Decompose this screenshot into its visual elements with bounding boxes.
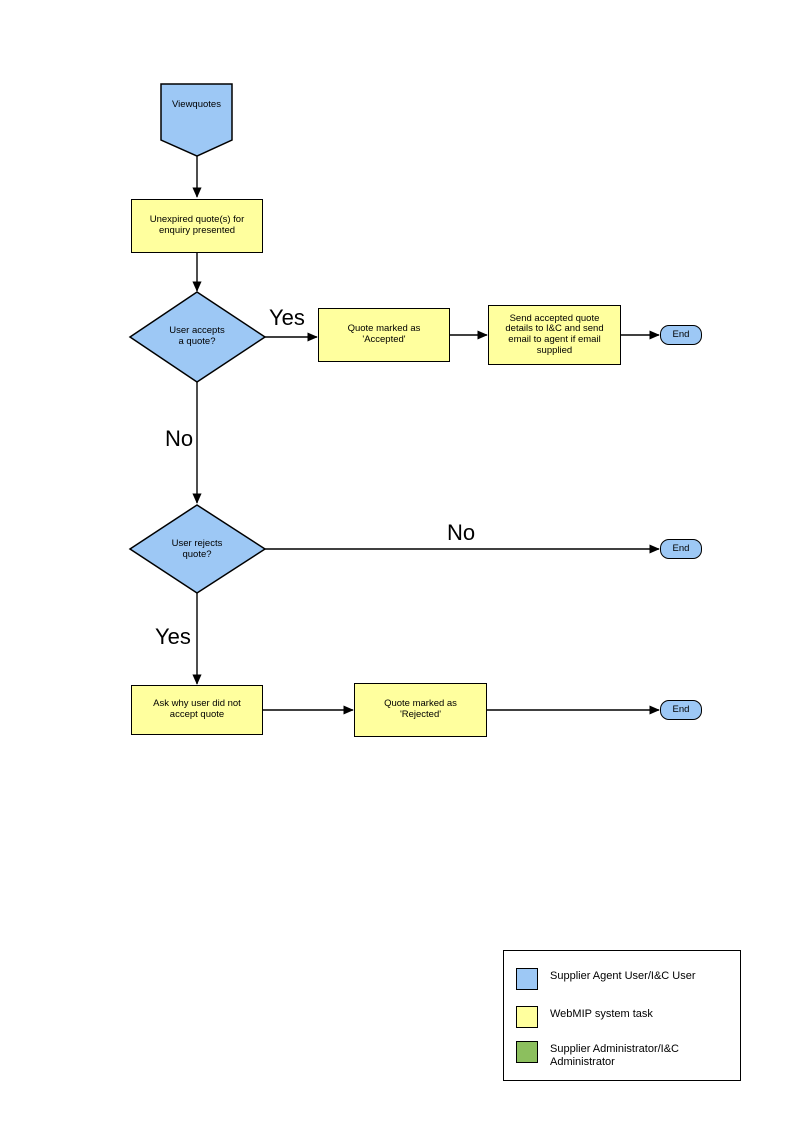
node-rejects-label: User rejects quote? bbox=[171, 538, 223, 560]
legend-item-webmip-task: WebMIP system task bbox=[516, 1006, 653, 1028]
legend-swatch-yellow bbox=[516, 1006, 538, 1028]
legend-panel: Supplier Agent User/I&C User WebMIP syst… bbox=[503, 950, 741, 1081]
legend-label-supplier-agent: Supplier Agent User/I&C User bbox=[550, 970, 696, 982]
node-send-accepted-details[interactable]: Send accepted quote details to I&C and s… bbox=[488, 305, 621, 365]
edge-label-rejects-no: No bbox=[447, 520, 476, 545]
edge-label-rejects-yes: Yes bbox=[155, 624, 191, 649]
node-end-rejected[interactable]: End bbox=[660, 700, 702, 720]
node-start-shape[interactable] bbox=[160, 83, 233, 157]
legend-swatch-green bbox=[516, 1041, 538, 1063]
node-start-label: Viewquotes bbox=[172, 99, 221, 110]
legend-swatch-blue bbox=[516, 968, 538, 990]
edge-label-accepts-no: No bbox=[165, 426, 194, 451]
legend-label-webmip-task: WebMIP system task bbox=[550, 1008, 653, 1020]
node-end-no-reject[interactable]: End bbox=[660, 539, 702, 559]
legend-item-supplier-admin: Supplier Administrator/I&C Administrator bbox=[516, 1041, 679, 1070]
edge-label-accepts-yes: Yes bbox=[269, 305, 305, 330]
node-ask-why-not-accepted[interactable]: Ask why user did not accept quote bbox=[131, 685, 263, 735]
node-quote-marked-rejected[interactable]: Quote marked as 'Rejected' bbox=[354, 683, 487, 737]
legend-label-supplier-admin: Supplier Administrator/I&C Administrator bbox=[550, 1043, 679, 1069]
node-unexpired-quotes[interactable]: Unexpired quote(s) for enquiry presented bbox=[131, 199, 263, 253]
node-quote-marked-accepted[interactable]: Quote marked as 'Accepted' bbox=[318, 308, 450, 362]
legend-item-supplier-agent: Supplier Agent User/I&C User bbox=[516, 968, 696, 990]
node-end-accepted[interactable]: End bbox=[660, 325, 702, 345]
node-accepts-label: User accepts a quote? bbox=[169, 325, 225, 347]
